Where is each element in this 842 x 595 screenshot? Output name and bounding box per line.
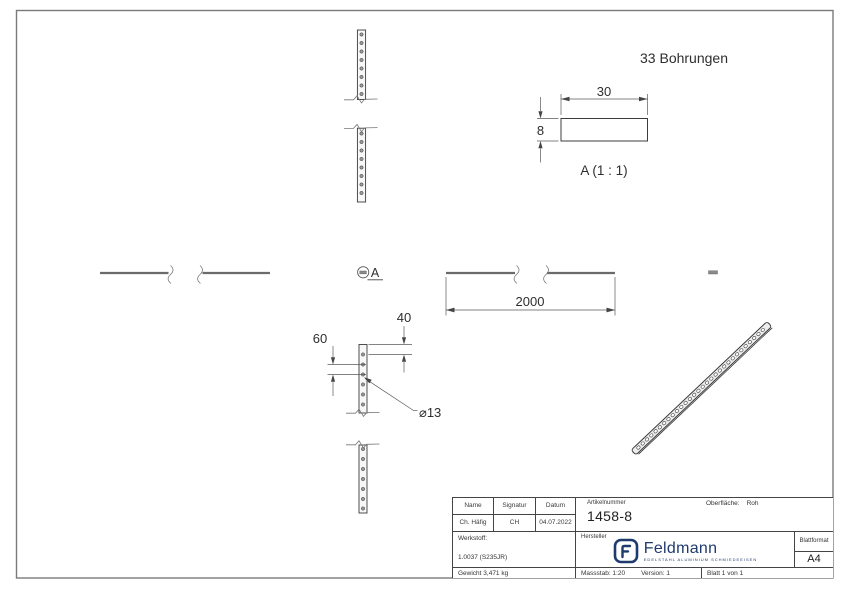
- dim-40-text: 40: [397, 310, 411, 325]
- version-value: Version: 1: [641, 569, 670, 577]
- end-view-small: [708, 270, 718, 275]
- detail-section-rect: [560, 118, 648, 142]
- dim-2000-text: 2000: [516, 294, 545, 309]
- dim-60-text: 60: [313, 331, 327, 346]
- hersteller-label: Hersteller: [581, 533, 607, 540]
- blattformat-label: Blattformat: [795, 532, 833, 552]
- front-view-top: [356, 29, 367, 203]
- feldmann-logo-icon: [613, 539, 639, 564]
- feldmann-logo: Feldmann EDELSTAHL ALUMINIUM SCHMIEDEEIS…: [613, 538, 757, 564]
- hersteller-cell: Hersteller Feldmann EDELSTAHL ALUMINIUM …: [576, 531, 795, 568]
- detail-callout-label: A: [371, 266, 380, 280]
- title-block-right: Artikelnummer 1458-8 Oberfläche: Roh Her…: [576, 498, 833, 578]
- detail-callout-circle: [357, 266, 370, 279]
- werkstoff-value: 1.0037 (S235JR): [458, 554, 508, 562]
- artikelnummer-value: 1458-8: [587, 508, 633, 524]
- feldmann-logo-tagline: EDELSTAHL ALUMINIUM SCHMIEDEEISEN: [643, 556, 758, 562]
- artikelnummer-row: Artikelnummer 1458-8 Oberfläche: Roh: [576, 498, 833, 532]
- dimension-40: [368, 326, 412, 373]
- detail-dim-30-text: 30: [597, 84, 611, 99]
- break-lines-edge-views: [167, 265, 549, 284]
- artikelnummer-label: Artikelnummer: [587, 500, 626, 506]
- dim-hole-diameter-text: ⌀13: [419, 405, 441, 420]
- oberflaeche-label: Oberfläche:: [706, 500, 740, 507]
- dimension-60: [327, 346, 366, 396]
- hersteller-row: Hersteller Feldmann EDELSTAHL ALUMINIUM …: [576, 531, 833, 569]
- feldmann-logo-text: Feldmann EDELSTAHL ALUMINIUM SCHMIEDEEIS…: [643, 539, 758, 562]
- page-border: [15, 9, 834, 579]
- feldmann-logo-name: Feldmann: [643, 539, 718, 557]
- blatt-cell: Blatt 1 von 1: [707, 569, 744, 577]
- title-block: Name Signatur Datum Ch. Häfig CH 04.07.2…: [452, 497, 833, 578]
- break-lines-bottom-view: [346, 408, 380, 449]
- values-row: Ch. Häfig CH 04.07.2022: [453, 514, 575, 532]
- detail-dim-30: [560, 94, 648, 115]
- scale-row: Massstab: 1:20 Version: 1 Blatt 1 von 1: [576, 568, 833, 578]
- detail-dim-8-text: 8: [537, 123, 544, 138]
- dimension-2000: [445, 277, 616, 316]
- datum-value: 04.07.2022: [539, 519, 572, 527]
- isometric-view: [631, 322, 773, 455]
- break-lines-top-view: [344, 95, 378, 133]
- header-row: Name Signatur Datum: [453, 498, 575, 515]
- massstab-cell: Massstab: 1:20 Version: 1: [576, 568, 702, 578]
- datum-label: Datum: [545, 502, 566, 510]
- leader-hole-diameter: [364, 377, 418, 411]
- front-view-top-holes: [359, 32, 364, 195]
- signatur-label: Signatur: [494, 498, 536, 514]
- artikelnummer-cell: Artikelnummer 1458-8: [576, 498, 700, 531]
- blattformat-cell: Blattformat A4: [795, 532, 833, 568]
- name-value: Ch. Häfig: [453, 514, 494, 531]
- massstab-value: Massstab: 1:20: [581, 569, 626, 577]
- blattformat-value: A4: [807, 553, 821, 566]
- cross-section-small: [359, 270, 367, 275]
- detail-view-label: A (1 : 1): [580, 163, 627, 178]
- signatur-value: CH: [494, 514, 536, 531]
- title-block-left: Name Signatur Datum Ch. Häfig CH 04.07.2…: [453, 498, 576, 578]
- name-label: Name: [453, 498, 494, 514]
- note-bohrungen: 33 Bohrungen: [640, 50, 728, 66]
- detail-dim-8: [537, 97, 559, 163]
- werkstoff-label: Werkstoff:: [458, 534, 488, 542]
- gewicht-cell: Gewicht 3,471 kg: [458, 569, 509, 577]
- werkstoff-cell: Werkstoff: 1.0037 (S235JR): [453, 532, 575, 569]
- oberflaeche-cell: Oberfläche: Roh: [700, 498, 833, 531]
- oberflaeche-value: Roh: [746, 500, 759, 507]
